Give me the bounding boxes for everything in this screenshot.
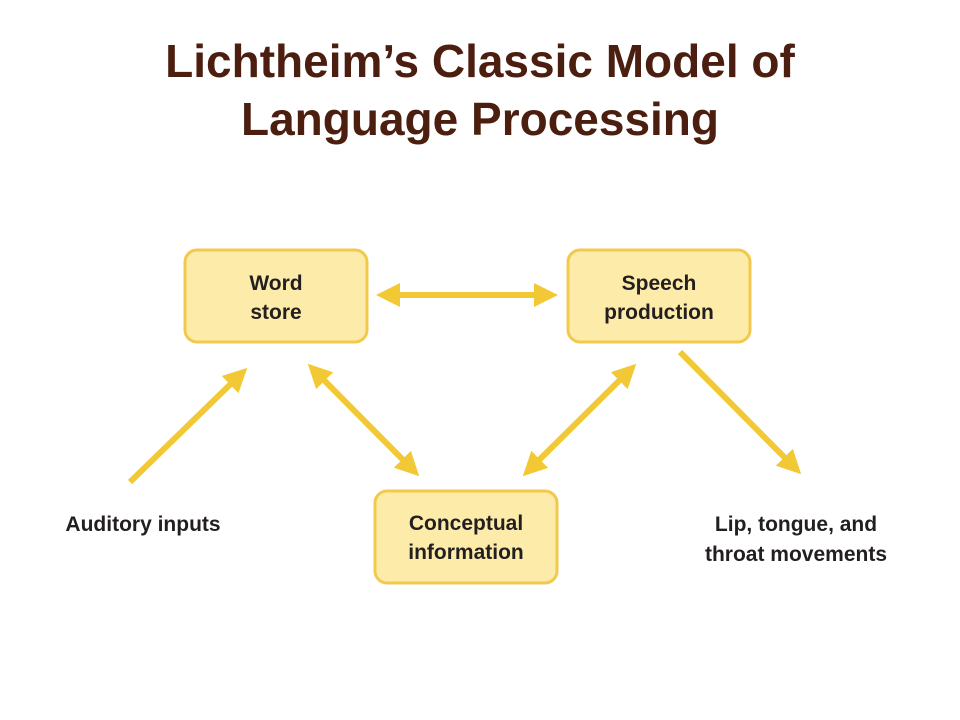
word-store-line-1: Word [249, 272, 302, 295]
word-store-line-2: store [250, 301, 301, 324]
movements-label-line-1: Lip, tongue, and [715, 513, 877, 536]
arrow-speech-production-to-movements [677, 349, 802, 475]
node-speech-production: Speech production [566, 248, 752, 344]
speech-production-line-1: Speech [622, 272, 697, 295]
title-line-1: Lichtheim’s Classic Model of [165, 35, 795, 87]
conceptual-information-line-1: Conceptual [409, 512, 523, 535]
node-conceptual-information: Conceptual information [373, 489, 559, 585]
movements-label-line-2: throat movements [705, 543, 887, 566]
title-line-2: Language Processing [240, 93, 719, 145]
arrow-auditory-to-word-store [127, 367, 248, 485]
slide-title: Lichtheim’s Classic Model of Language Pr… [0, 32, 960, 148]
node-word-store: Word store [183, 248, 369, 344]
arrow-word-store-conceptual [307, 363, 420, 477]
speech-production-line-2: production [604, 301, 714, 324]
auditory-inputs-label: Auditory inputs [65, 513, 220, 536]
conceptual-information-line-2: information [408, 541, 524, 564]
arrow-conceptual-speech-production [522, 363, 637, 477]
